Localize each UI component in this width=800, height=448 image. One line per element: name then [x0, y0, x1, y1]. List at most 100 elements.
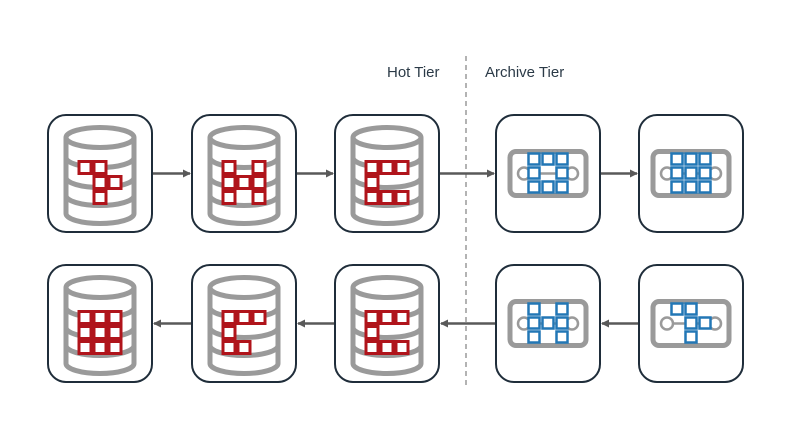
data-block: [379, 310, 395, 325]
data-block: [541, 316, 555, 330]
data-block: [670, 152, 684, 166]
data-block: [92, 190, 108, 205]
data-block: [684, 180, 698, 194]
node-bottom-4: [495, 264, 601, 383]
database-ring: [207, 194, 281, 208]
data-block: [364, 190, 380, 205]
database-ring: [207, 344, 281, 358]
node-top-2: [191, 114, 297, 233]
data-block: [364, 160, 380, 175]
archive-storage-icon: [650, 299, 732, 348]
data-block: [684, 330, 698, 344]
data-block: [379, 190, 395, 205]
database-body: [207, 287, 281, 376]
archive-storage-icon: [507, 149, 589, 198]
data-block: [77, 160, 93, 175]
data-block: [394, 340, 410, 355]
data-block: [77, 340, 93, 355]
data-block: [555, 316, 569, 330]
data-block: [684, 166, 698, 180]
node-top-4: [495, 114, 601, 233]
data-block: [555, 302, 569, 316]
database-top: [207, 125, 281, 150]
database-ring: [63, 344, 137, 358]
data-block: [107, 175, 123, 190]
database-body: [350, 137, 424, 226]
data-block: [670, 166, 684, 180]
data-block: [527, 330, 541, 344]
data-block: [92, 160, 108, 175]
data-block: [698, 152, 712, 166]
data-block: [92, 340, 108, 355]
database-top: [207, 275, 281, 300]
data-block: [555, 152, 569, 166]
data-block: [684, 302, 698, 316]
database-ring: [63, 194, 137, 208]
data-block: [527, 152, 541, 166]
data-block: [221, 160, 237, 175]
data-block: [698, 180, 712, 194]
database-top: [63, 125, 137, 150]
node-bottom-2: [191, 264, 297, 383]
data-block: [364, 325, 380, 340]
data-block: [221, 175, 237, 190]
data-block: [555, 330, 569, 344]
data-block: [670, 302, 684, 316]
node-top-5: [638, 114, 744, 233]
database-top: [350, 125, 424, 150]
data-block: [527, 166, 541, 180]
node-bottom-1: [47, 264, 153, 383]
database-icon: [207, 125, 281, 226]
data-block: [236, 310, 252, 325]
node-bottom-3: [334, 264, 440, 383]
database-body: [350, 287, 424, 376]
database-ring: [350, 326, 424, 340]
data-block: [107, 310, 123, 325]
data-block: [92, 310, 108, 325]
data-block: [698, 316, 712, 330]
database-ring: [350, 194, 424, 208]
archive-storage-icon: [650, 149, 732, 198]
database-icon: [350, 125, 424, 226]
data-block: [251, 190, 267, 205]
database-icon: [63, 275, 137, 376]
archive-tier-label: Archive Tier: [485, 64, 565, 81]
archive-storage-icon: [507, 299, 589, 348]
data-block: [541, 152, 555, 166]
data-block: [394, 310, 410, 325]
data-block: [107, 325, 123, 340]
data-block: [221, 310, 237, 325]
data-block: [684, 316, 698, 330]
data-block: [77, 325, 93, 340]
data-block: [221, 325, 237, 340]
data-block: [670, 180, 684, 194]
data-block: [92, 175, 108, 190]
data-block: [236, 340, 252, 355]
data-block: [379, 160, 395, 175]
data-block: [364, 340, 380, 355]
data-block: [541, 180, 555, 194]
database-icon: [207, 275, 281, 376]
database-top: [63, 275, 137, 300]
data-block: [221, 340, 237, 355]
data-block: [394, 190, 410, 205]
data-block: [527, 302, 541, 316]
database-icon: [63, 125, 137, 226]
database-ring: [207, 156, 281, 170]
data-block: [555, 180, 569, 194]
data-block: [698, 166, 712, 180]
tape-reel: [659, 316, 675, 331]
data-block: [251, 160, 267, 175]
data-block: [77, 310, 93, 325]
database-top: [350, 275, 424, 300]
node-top-1: [47, 114, 153, 233]
database-ring: [350, 176, 424, 190]
data-block: [364, 310, 380, 325]
data-block: [555, 166, 569, 180]
data-block: [251, 310, 267, 325]
database-ring: [350, 344, 424, 358]
data-block: [527, 180, 541, 194]
data-block: [527, 316, 541, 330]
data-block: [236, 175, 252, 190]
